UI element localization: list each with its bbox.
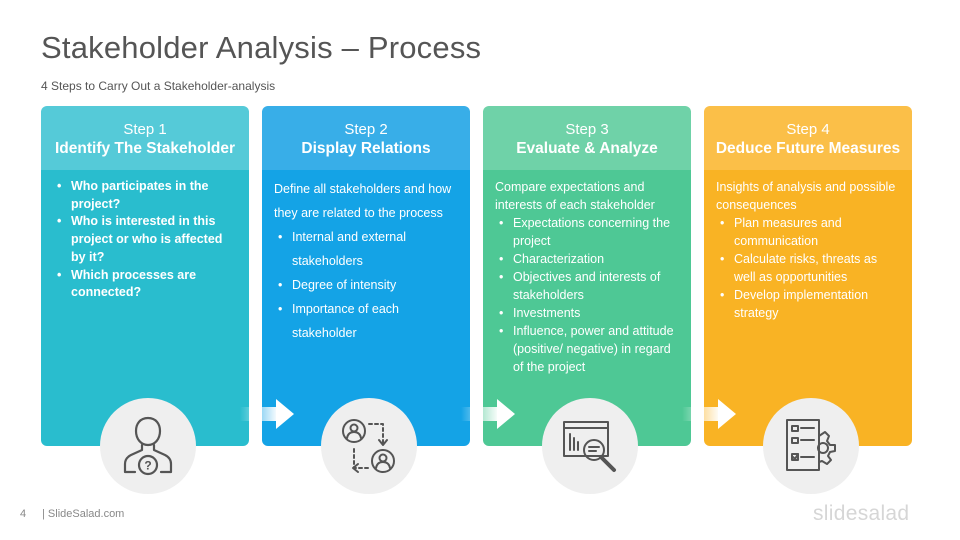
step-intro: Compare expectations and interests of ea… [495, 180, 655, 212]
step-card-header: Step 3 Evaluate & Analyze [483, 106, 691, 170]
icon-circle-3 [542, 398, 638, 494]
icon-circle-4 [763, 398, 859, 494]
icon-circle-2 [321, 398, 417, 494]
bullet-list: Who participates in the project? Who is … [53, 178, 237, 302]
step-title: Deduce Future Measures [715, 140, 901, 157]
brand-logo: slidesalad [813, 502, 910, 525]
page-title: Stakeholder Analysis – Process [41, 30, 482, 65]
bullet-list: Expectations concerning the project Char… [495, 214, 679, 376]
bullet-item: Degree of intensity [278, 273, 458, 297]
bullet-item: Internal and external stakeholders [278, 225, 458, 273]
page-number: 4 [20, 508, 27, 520]
step-card-2: Step 2 Display Relations Define all stak… [262, 106, 470, 446]
svg-text:?: ? [144, 459, 151, 473]
bullet-item: Plan measures and communication [720, 214, 900, 250]
step-title: Evaluate & Analyze [516, 140, 658, 157]
step-card-1: Step 1 Identify The Stakeholder Who part… [41, 106, 249, 446]
bullet-item: Investments [499, 304, 679, 322]
person-question-icon: ? [123, 416, 173, 476]
step-card-3: Step 3 Evaluate & Analyze Compare expect… [483, 106, 691, 446]
bullet-item: Develop implementation strategy [720, 286, 900, 322]
checklist-gear-icon [786, 419, 836, 471]
bullet-item: Which processes are connected? [57, 267, 237, 302]
step-number: Step 3 [565, 121, 609, 138]
relations-icon [342, 419, 395, 473]
step-card-header: Step 2 Display Relations [262, 106, 470, 170]
bullet-item: Who is interested in this project or who… [57, 213, 237, 266]
step-intro: Insights of analysis and possible conseq… [716, 180, 896, 212]
bullet-list: Internal and external stakeholders Degre… [274, 225, 458, 345]
bullet-item: Characterization [499, 250, 679, 268]
page-subtitle: 4 Steps to Carry Out a Stakeholder-analy… [41, 79, 276, 93]
step-title: Display Relations [301, 140, 431, 157]
bullet-item: Who participates in the project? [57, 178, 237, 213]
step-card-header: Step 1 Identify The Stakeholder [41, 106, 249, 170]
footer-site: | SlideSalad.com [42, 508, 125, 520]
step-number: Step 1 [123, 121, 167, 138]
step-title: Identify The Stakeholder [54, 140, 235, 157]
arrow-right-icon [682, 399, 736, 429]
analysis-magnifier-icon [563, 421, 616, 472]
bullet-item: Influence, power and attitude (positive/… [499, 322, 679, 376]
step-number: Step 4 [786, 121, 830, 138]
bullet-item: Objectives and interests of stakeholders [499, 268, 679, 304]
step-card-4: Step 4 Deduce Future Measures Insights o… [704, 106, 912, 446]
bullet-list: Plan measures and communication Calculat… [716, 214, 900, 322]
arrow-right-icon [240, 399, 294, 429]
step-intro: Define all stakeholders and how they are… [274, 182, 452, 220]
step-card-header: Step 4 Deduce Future Measures [704, 106, 912, 170]
icon-circle-1: ? [100, 398, 196, 494]
bullet-item: Calculate risks, threats as well as oppo… [720, 250, 900, 286]
step-number: Step 2 [344, 121, 388, 138]
bullet-item: Importance of each stakeholder [278, 297, 458, 345]
arrow-right-icon [461, 399, 515, 429]
bullet-item: Expectations concerning the project [499, 214, 679, 250]
